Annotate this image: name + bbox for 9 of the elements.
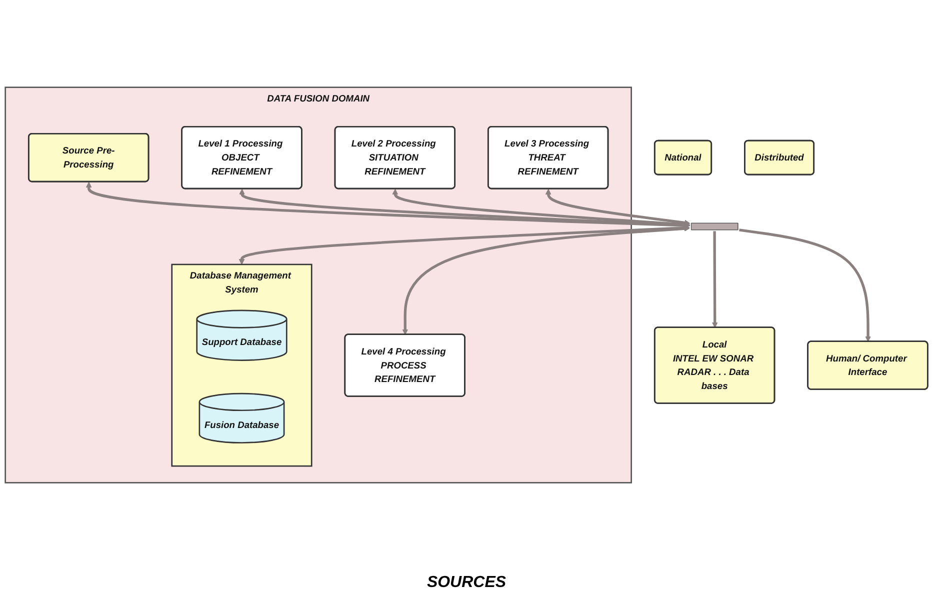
arrow	[739, 228, 871, 342]
arrow	[238, 224, 690, 265]
sources-label: SOURCES	[426, 574, 506, 592]
arrow	[712, 231, 718, 328]
arrow	[86, 182, 690, 228]
arrow	[402, 226, 690, 335]
arrow	[392, 188, 690, 228]
arrow	[239, 188, 690, 228]
arrow	[545, 188, 690, 226]
